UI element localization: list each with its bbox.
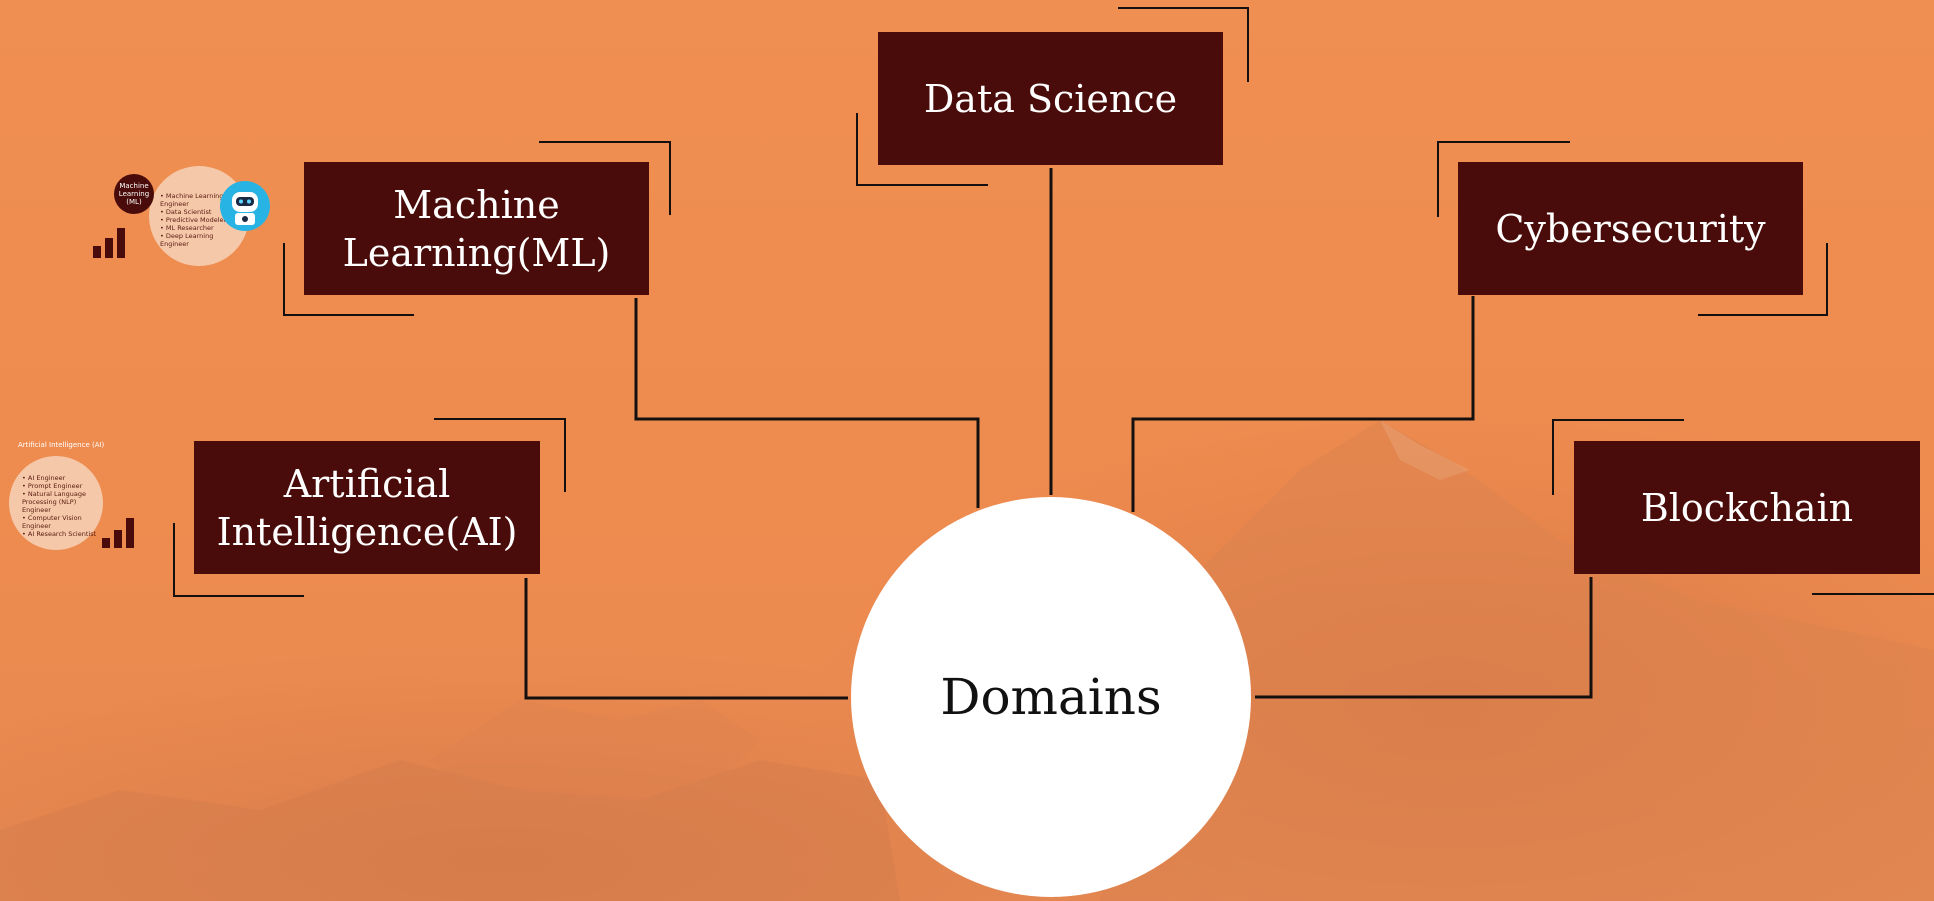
domain-label-artificial-intelligence: Artificial Intelligence(AI) xyxy=(216,461,518,554)
ai-roles-list: AI Engineer Prompt Engineer Natural Lang… xyxy=(22,474,100,538)
domain-label-blockchain: Blockchain xyxy=(1640,485,1854,530)
ml-thumbnail[interactable]: Machine Learning (ML) Machine Learning E… xyxy=(85,160,275,280)
domain-box-blockchain[interactable]: Blockchain xyxy=(1574,441,1920,574)
list-item: ML Researcher xyxy=(160,224,240,232)
domain-box-cybersecurity[interactable]: Cybersecurity xyxy=(1458,162,1803,295)
ml-thumbnail-title: Machine Learning (ML) xyxy=(114,174,154,214)
robot-icon xyxy=(220,181,270,231)
connector-cybersecurity xyxy=(1131,296,1475,512)
list-item: Prompt Engineer xyxy=(22,482,100,490)
ai-bar-icon xyxy=(102,518,134,548)
domain-box-artificial-intelligence[interactable]: Artificial Intelligence(AI) xyxy=(194,441,540,574)
ai-thumbnail-title: Artificial Intelligence (AI) xyxy=(18,441,105,449)
domain-label-cybersecurity: Cybersecurity xyxy=(1495,206,1766,251)
domain-box-data-science[interactable]: Data Science xyxy=(878,32,1223,165)
domain-label-data-science: Data Science xyxy=(923,76,1178,121)
center-label: Domains xyxy=(940,668,1162,726)
list-item: Computer Vision Engineer xyxy=(22,514,100,530)
list-item: AI Research Scientist xyxy=(22,530,100,538)
center-node[interactable]: Domains xyxy=(851,497,1251,897)
list-item: Data Scientist xyxy=(160,208,240,216)
list-item: Predictive Modeler xyxy=(160,216,240,224)
list-item: AI Engineer xyxy=(22,474,100,482)
list-item: Natural Language Processing (NLP) Engine… xyxy=(22,490,100,514)
ml-roles-list: Machine Learning Engineer Data Scientist… xyxy=(160,192,240,248)
ml-bar-icon xyxy=(93,228,125,258)
list-item: Deep Learning Engineer xyxy=(160,232,240,248)
list-item: Machine Learning Engineer xyxy=(160,192,240,208)
ai-thumbnail[interactable]: Artificial Intelligence (AI) AI Engineer… xyxy=(6,440,156,560)
domain-box-machine-learning[interactable]: Machine Learning(ML) xyxy=(304,162,649,295)
connector-ai xyxy=(524,578,848,700)
connector-blockchain xyxy=(1255,577,1593,699)
connector-ml xyxy=(634,298,980,508)
domain-label-machine-learning: Machine Learning(ML) xyxy=(342,182,611,275)
